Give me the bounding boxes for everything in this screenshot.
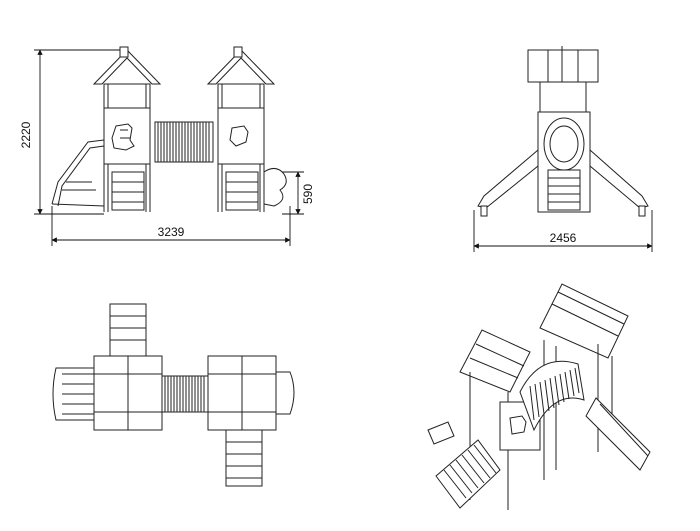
left-tower <box>51 46 162 212</box>
rib-line <box>549 377 555 409</box>
rib-line <box>559 373 565 403</box>
left-ladder <box>111 171 145 211</box>
right-ladder <box>225 171 259 211</box>
rib-line <box>529 385 535 421</box>
rib-line <box>455 459 479 489</box>
left-tower-panel <box>103 107 151 165</box>
side-ladder <box>547 169 581 211</box>
tunnel <box>154 121 214 163</box>
rib-line <box>534 383 540 418</box>
iso-window-icon <box>509 415 527 435</box>
rib-line <box>544 379 550 412</box>
dim-platform-height: 590 <box>301 184 315 204</box>
dim-width-side: 2456 <box>550 231 577 245</box>
isometric-view <box>427 283 651 510</box>
plan-right-panel <box>275 371 295 415</box>
rib-line <box>539 381 545 415</box>
side-right-ramp <box>589 148 649 209</box>
right-window-icon <box>229 125 249 147</box>
dim-height-total: 2220 <box>19 121 33 148</box>
iso-right-roof <box>539 283 629 359</box>
rib-line <box>564 371 570 400</box>
rib-line <box>569 369 575 397</box>
plan-tunnel <box>161 375 209 413</box>
right-side-panel <box>263 168 287 207</box>
side-elevation-view: 2456 <box>473 46 653 252</box>
top-plan-view <box>52 303 295 487</box>
rib-line <box>467 449 491 479</box>
left-slide <box>51 139 105 205</box>
rib-line <box>574 367 580 394</box>
rib-line <box>554 375 560 406</box>
rib-line <box>461 454 485 484</box>
plan-top-ladder <box>109 303 147 357</box>
dim-width-front: 3239 <box>158 225 185 239</box>
side-roof <box>527 49 599 83</box>
rib-line <box>443 469 467 499</box>
iso-slide-right <box>585 397 651 471</box>
iso-left-roof <box>459 329 531 393</box>
rib-line <box>473 444 497 474</box>
iso-small-platform <box>427 421 455 445</box>
left-window-icon <box>111 123 135 151</box>
right-tower <box>206 46 287 212</box>
front-elevation-view: 2220 590 3239 <box>19 46 315 246</box>
side-left-ramp <box>477 148 539 209</box>
rib-line <box>449 464 473 494</box>
plan-bottom-ladder <box>225 429 263 487</box>
